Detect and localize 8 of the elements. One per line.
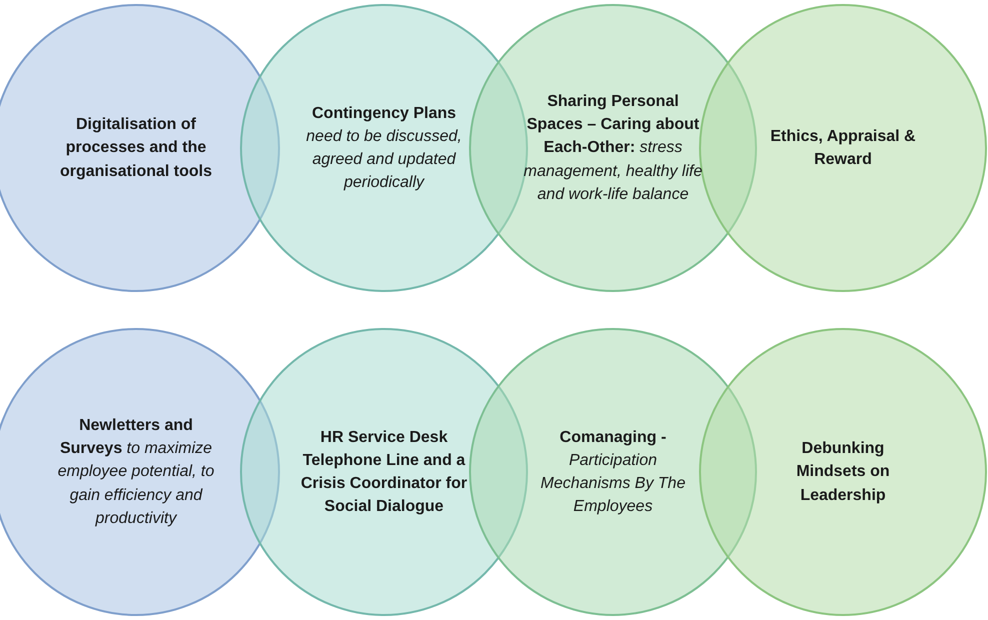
circle-text: Digitalisation of processes and the organisational tools bbox=[58, 115, 213, 182]
circle-text: HR Service Desk Telephone Line and a Crisis Coordinator for Social Dialogue bbox=[300, 428, 468, 518]
circle-text: Debunking Mindsets on Leadership bbox=[795, 439, 891, 506]
circle-text: Newletters and Surveys to maximize employee potential, to gain efficiency and productivity bbox=[56, 416, 216, 529]
circle-text: Ethics, Appraisal & Reward bbox=[769, 126, 917, 170]
circle-text: Sharing Personal Spaces – Caring about Each-Other: stress management, healthy life and work-life balance bbox=[522, 92, 704, 205]
circle-text: Comanaging - Participation Mechanisms By The Employees bbox=[540, 428, 686, 518]
circle-text: Contingency Plans need to be discussed, agreed and updated periodically bbox=[305, 104, 463, 194]
